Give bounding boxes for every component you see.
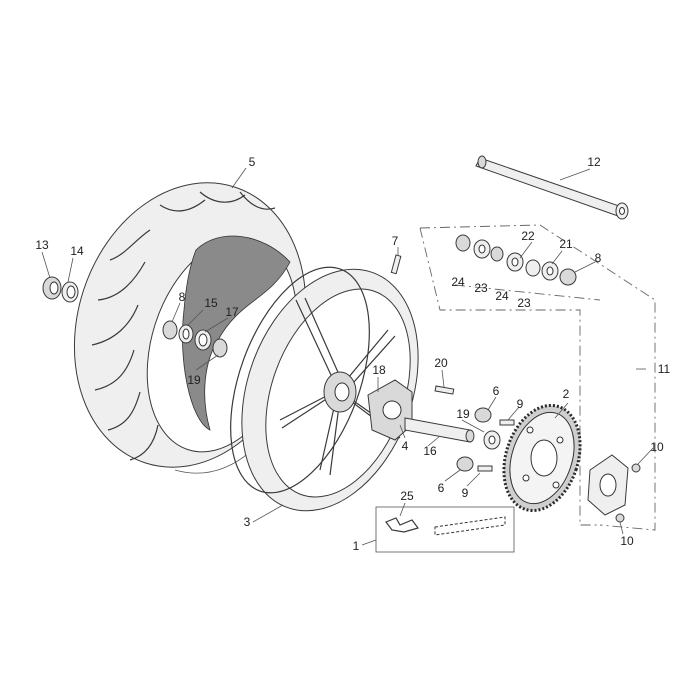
bushing-6-lower xyxy=(456,456,474,472)
callout-5: 5 xyxy=(249,155,256,169)
callout-labels: 1 2 3 4 5 6 6 7 8 8 9 9 10 10 11 12 13 1… xyxy=(35,155,670,553)
callout-14: 14 xyxy=(70,244,84,258)
callout-10-upper: 10 xyxy=(650,440,664,454)
callout-2: 2 xyxy=(563,387,570,401)
left-hub-parts xyxy=(162,320,228,358)
bushing-6-upper xyxy=(474,407,492,423)
callout-24-right: 24 xyxy=(495,289,509,303)
rear-axle xyxy=(475,155,629,220)
callout-23-left: 23 xyxy=(474,281,488,295)
callout-1: 1 xyxy=(353,539,360,553)
callout-20: 20 xyxy=(434,356,448,370)
callout-6-lower: 6 xyxy=(438,481,445,495)
right-bearing-stack xyxy=(455,234,577,286)
callout-19-left: 19 xyxy=(187,373,201,387)
rear-sprocket xyxy=(502,403,582,513)
brake-flange xyxy=(587,454,629,516)
assembly-outline xyxy=(419,224,656,531)
callout-8-right: 8 xyxy=(595,251,602,265)
bolt-9-upper xyxy=(499,419,515,426)
sprocket-carrier xyxy=(367,379,413,441)
callout-9-lower: 9 xyxy=(462,486,469,500)
bushing-19-right xyxy=(483,430,501,450)
callout-16: 16 xyxy=(423,444,437,458)
leader-lines xyxy=(41,167,654,546)
callout-9-upper: 9 xyxy=(517,397,524,411)
nut-10-upper xyxy=(631,463,641,473)
nut-10-lower xyxy=(615,513,625,523)
callout-12: 12 xyxy=(587,155,601,169)
wheel-rim xyxy=(230,266,419,512)
callout-11: 11 xyxy=(658,362,671,376)
seal-14 xyxy=(61,281,79,303)
callout-15: 15 xyxy=(204,296,218,310)
callout-7: 7 xyxy=(392,234,399,248)
callout-8-left: 8 xyxy=(179,290,186,304)
bearing-13 xyxy=(42,276,62,300)
callout-22: 22 xyxy=(521,229,535,243)
callout-21: 21 xyxy=(559,237,573,251)
bolt-20 xyxy=(434,385,455,395)
callout-6-upper: 6 xyxy=(493,384,500,398)
bolt-7 xyxy=(390,254,402,275)
callout-17: 17 xyxy=(225,305,239,319)
callout-25: 25 xyxy=(400,489,414,503)
callout-4: 4 xyxy=(402,439,409,453)
callout-10-lower: 10 xyxy=(620,534,634,548)
axle-spacer xyxy=(404,417,475,443)
chain-kit xyxy=(375,506,515,553)
callout-23-right: 23 xyxy=(517,296,531,310)
callout-13: 13 xyxy=(35,238,49,252)
callout-18: 18 xyxy=(372,363,386,377)
callout-24-left: 24 xyxy=(451,275,465,289)
bolt-9-lower xyxy=(477,465,493,472)
callout-3: 3 xyxy=(244,515,251,529)
callout-19-right: 19 xyxy=(456,407,470,421)
